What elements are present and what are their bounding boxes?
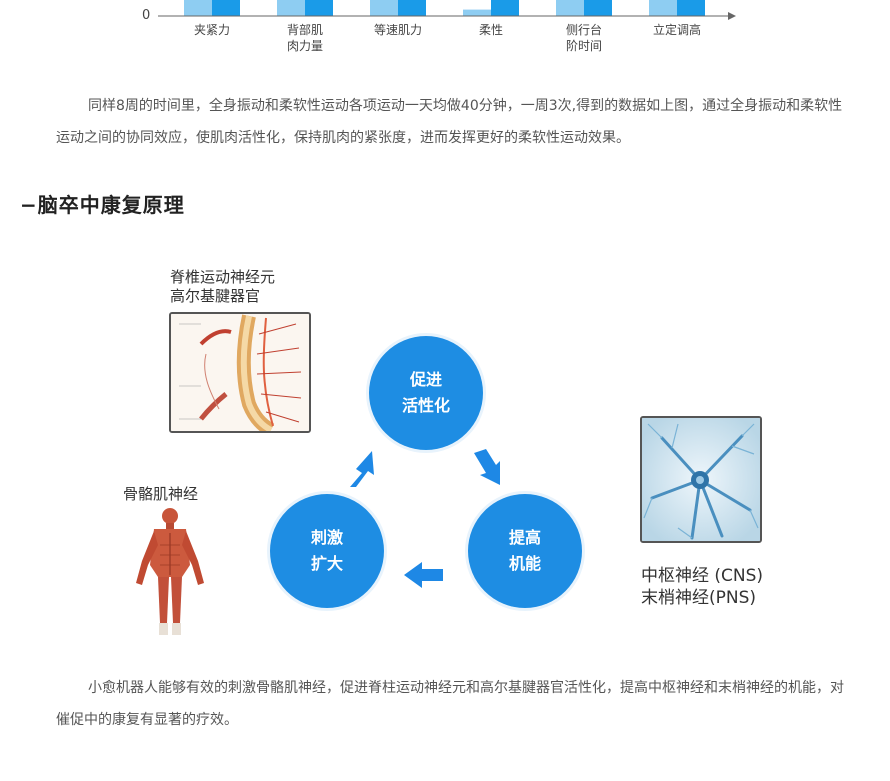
arrow-left-icon (404, 562, 443, 588)
bar-chart (158, 0, 736, 20)
x-tick-label: 夹紧力 (193, 23, 230, 37)
arrow-down-right-icon (474, 449, 500, 485)
bar-1-series-1 (184, 0, 212, 16)
bar-5-series-2 (584, 0, 612, 16)
bar-2-series-1 (277, 0, 305, 16)
x-tick-label: 侧行台 阶时间 (565, 23, 602, 53)
label-spine-neurons: 脊椎运动神经元 高尔基腱器官 (170, 268, 276, 305)
bar-5-series-1 (556, 0, 584, 16)
x-tick-label: 背部肌 肉力量 (286, 23, 323, 53)
x-axis-arrow (728, 12, 736, 20)
bar-4-series-2 (491, 0, 519, 16)
x-tick-label: 柔性 (478, 23, 503, 37)
label-nervous-system: 中枢神经 (CNS) 末梢神经(PNS) (641, 566, 764, 608)
circle-improve-function: 提高 机能 (468, 494, 582, 608)
neuron-illustration (640, 416, 762, 543)
bar-6-series-1 (649, 0, 677, 16)
circle-promote-activation: 促进 活性化 (369, 336, 483, 450)
spine-illustration (169, 312, 311, 433)
arrow-up-right-icon (350, 451, 374, 487)
x-tick-label: 立定调高 (652, 23, 701, 37)
label-skeletal-muscle: 骨骼肌神经 (123, 485, 199, 503)
bar-4-series-1 (463, 9, 491, 16)
paragraph-vibration-results: 同样8周的时间里，全身振动和柔软性运动各项运动一天均做40分钟，一周3次,得到的… (56, 98, 843, 146)
bar-3-series-2 (398, 0, 426, 16)
circle-stimulate-expand: 刺激 扩大 (270, 494, 384, 608)
bar-1-series-2 (212, 0, 240, 16)
muscle-body-icon (136, 508, 204, 635)
bar-6-series-2 (677, 0, 705, 16)
neuron-icon (642, 418, 760, 541)
section-title: −脑卒中康复原理 (20, 193, 185, 217)
x-tick-label: 等速肌力 (373, 23, 422, 37)
bar-2-series-2 (305, 0, 333, 16)
paragraph-robot-effect: 小愈机器人能够有效的刺激骨骼肌神经，促进脊柱运动神经元和高尔基腱器官活性化，提高… (56, 680, 844, 728)
bar-3-series-1 (370, 0, 398, 16)
y-tick-zero: 0 (142, 8, 151, 23)
spine-icon (171, 314, 309, 431)
